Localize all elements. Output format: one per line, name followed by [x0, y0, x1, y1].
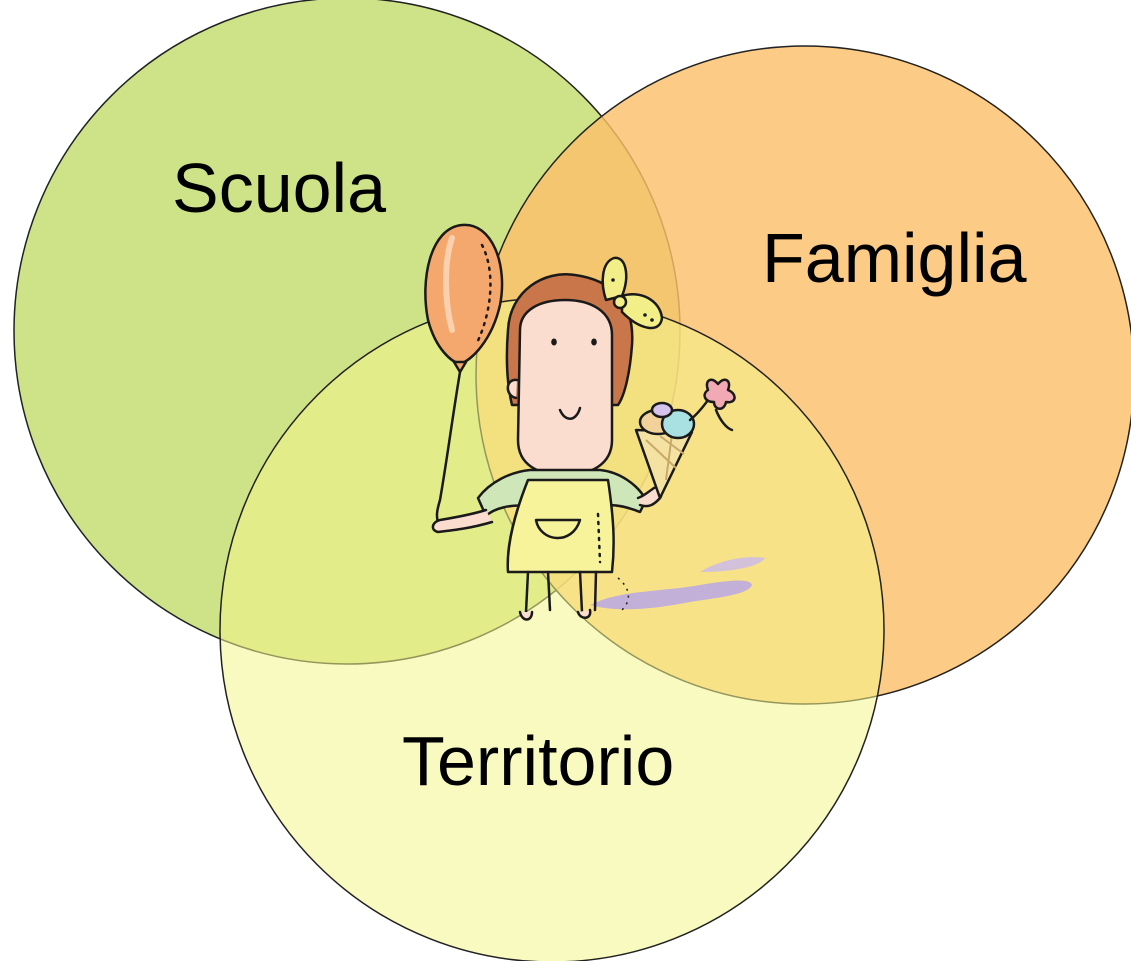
face-icon — [516, 298, 614, 477]
label-territorio: Territorio — [402, 722, 674, 800]
child-illustration — [424, 223, 765, 621]
flower-icon — [688, 378, 736, 432]
balloon-icon — [424, 223, 504, 524]
ice-cream-icon — [634, 401, 696, 500]
shadow-icon — [590, 557, 765, 610]
bow-icon — [601, 256, 664, 330]
legs-icon — [524, 570, 598, 614]
left-arm-icon — [431, 508, 494, 534]
label-scuola: Scuola — [172, 149, 386, 227]
label-famiglia: Famiglia — [762, 219, 1027, 297]
